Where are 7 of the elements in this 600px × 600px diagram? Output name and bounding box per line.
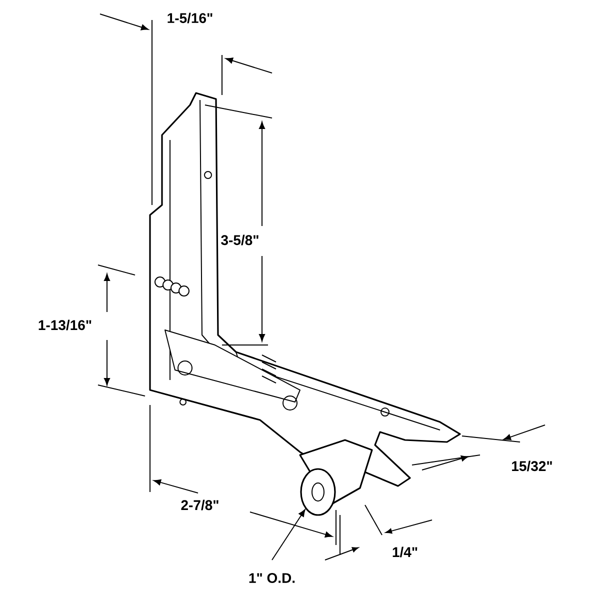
dimension-label: 1-5/16"	[166, 12, 214, 24]
dimension-label: 1-13/16"	[36, 318, 94, 332]
dimension-label: 2-7/8"	[180, 498, 220, 512]
dimension-label: 3-5/8"	[220, 234, 260, 246]
dimension-label: 1" O.D.	[247, 572, 297, 584]
dimension-label: 15/32"	[510, 460, 554, 472]
dimension-label: 1/4"	[390, 546, 420, 558]
